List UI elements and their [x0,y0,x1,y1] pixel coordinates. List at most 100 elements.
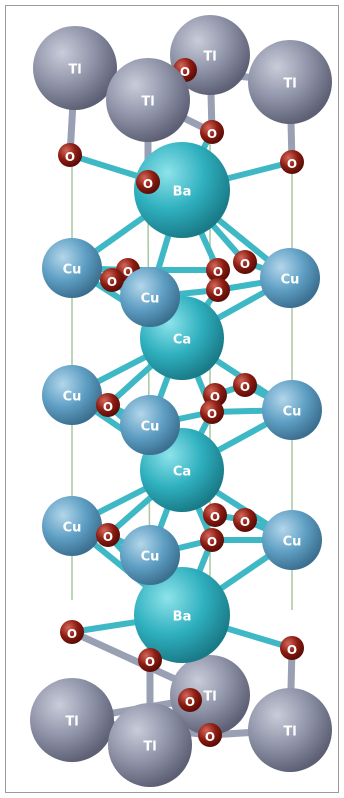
atom-o-label: O [123,265,133,279]
atom-cu-sphere [42,365,102,425]
atom-ba-label: Ba [173,185,192,200]
atom-o: O [206,258,230,282]
atom-ba: Ba [134,567,230,663]
atom-o: O [136,170,160,194]
atom-cu-sphere [120,267,180,327]
atom-o: O [198,723,222,747]
atom-o: O [200,400,224,424]
atom-o: O [60,620,84,644]
atom-tl-sphere [30,678,114,762]
atom-o-sphere [136,170,160,194]
atom-cu-label: Cu [141,292,160,307]
atom-tl: Tl [170,655,250,735]
atom-cu-sphere [120,395,180,455]
atom-cu: Cu [42,365,102,425]
atom-o: O [100,268,124,292]
atom-tl: Tl [248,40,332,124]
atom-tl-label: Tl [203,50,216,65]
atom-o-label: O [180,65,190,79]
atom-o: O [138,648,162,672]
atom-o-label: O [213,285,223,299]
atom-o-label: O [103,400,113,414]
atom-cu-label: Cu [141,550,160,565]
atom-o-sphere [233,508,257,532]
atom-tl-sphere [170,655,250,735]
atom-tl-sphere [33,26,117,110]
atom-cu: Cu [262,510,322,570]
atom-cu-label: Cu [63,390,82,405]
atom-cu: Cu [120,395,180,455]
atom-o: O [96,523,120,547]
atom-tl: Tl [248,688,332,772]
atom-ba-label: Ba [173,610,192,625]
atom-o: O [96,393,120,417]
atom-o-label: O [185,695,195,709]
atom-cu-sphere [120,525,180,585]
atom-cu-sphere [42,496,102,556]
atom-o-label: O [240,380,250,394]
atom-o: O [206,278,230,302]
atom-o: O [200,528,224,552]
atom-cu-label: Cu [281,273,300,288]
atom-cu: Cu [120,267,180,327]
atom-o-label: O [103,530,113,544]
atom-o-sphere [280,150,304,174]
atom-o-sphere [280,636,304,660]
atom-cu: Cu [120,525,180,585]
atom-o-sphere [206,258,230,282]
atom-o-label: O [240,515,250,529]
atom-o-label: O [213,265,223,279]
atom-ba-sphere [134,567,230,663]
atom-tl-label: Tl [65,715,78,730]
atom-o: O [233,373,257,397]
atom-ca-label: Ca [173,465,191,480]
atom-o-label: O [207,535,217,549]
atom-o-label: O [65,150,75,164]
atom-cu-sphere [262,510,322,570]
atom-tl: Tl [108,703,192,787]
atom-o-sphere [233,250,257,274]
atom-o: O [58,143,82,167]
atom-ca-label: Ca [173,333,191,348]
atom-o-label: O [210,510,220,524]
atom-o-sphere [203,503,227,527]
atom-cu-label: Cu [63,263,82,278]
atom-o-sphere [178,688,202,712]
atom-o-label: O [67,627,77,641]
atom-tl-label: Tl [143,740,156,755]
atom-tl-sphere [106,58,190,142]
atom-cu: Cu [262,380,322,440]
atom-o-label: O [207,407,217,421]
atom-cu-sphere [42,238,102,298]
atom-tl-sphere [248,40,332,124]
atom-o: O [233,508,257,532]
atom-tl: Tl [33,26,117,110]
atom-o-sphere [60,620,84,644]
atom-o: O [233,250,257,274]
atom-tl-label: Tl [68,63,81,78]
atom-cu: Cu [42,496,102,556]
atom-tl-sphere [108,703,192,787]
atom-o-sphere [200,400,224,424]
atom-o-label: O [207,127,217,141]
atom-o: O [280,150,304,174]
atom-o-label: O [287,157,297,171]
atom-cu-sphere [262,380,322,440]
atom-o-sphere [200,120,224,144]
atom-cu-sphere [260,248,320,308]
atom-o-sphere [58,143,82,167]
atom-o-label: O [287,643,297,657]
atom-cu: Cu [260,248,320,308]
atom-o-sphere [206,278,230,302]
atom-tl-label: Tl [283,77,296,92]
atom-tl-label: Tl [203,690,216,705]
atom-cu: Cu [42,238,102,298]
atom-cu-label: Cu [283,405,302,420]
atom-o-label: O [210,390,220,404]
atom-o-label: O [107,275,117,289]
atom-o-label: O [145,655,155,669]
atom-o-sphere [233,373,257,397]
atom-tl: Tl [30,678,114,762]
atom-tl-label: Tl [141,95,154,110]
